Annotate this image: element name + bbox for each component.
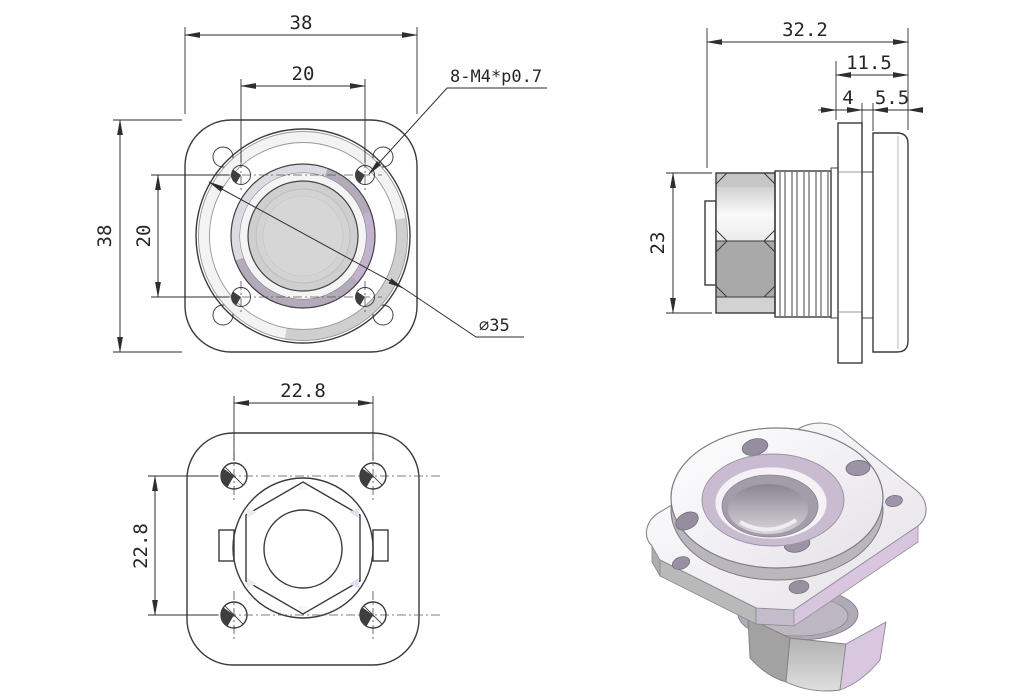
dim-front-width: 38 bbox=[290, 12, 313, 34]
side-view: 32.2 11.5 4 5.5 23 bbox=[647, 19, 923, 364]
iso-plate-holes bbox=[671, 495, 903, 594]
dim-side-mount-length: 11.5 bbox=[846, 52, 892, 74]
iso-plate-sides bbox=[651, 525, 919, 627]
screw-hole bbox=[220, 462, 248, 490]
dim-front-hole-pitch-v: 20 bbox=[133, 225, 155, 248]
dim-back-hole-pitch-v: 22.8 bbox=[130, 523, 152, 569]
front-rear-corner-holes bbox=[212, 146, 394, 326]
front-flange-rings bbox=[195, 128, 411, 344]
back-plate-outline bbox=[186, 432, 420, 666]
screw-hole bbox=[359, 462, 387, 490]
back-left-tab bbox=[218, 529, 235, 562]
front-view: 38 20 38 20 8-M4*p0.7 ∅35 bbox=[94, 12, 547, 353]
side-part-body bbox=[704, 122, 909, 364]
back-center-hole bbox=[263, 509, 343, 589]
front-dimensions: 38 20 38 20 8-M4*p0.7 ∅35 bbox=[94, 12, 547, 353]
back-corner-holes bbox=[210, 452, 440, 639]
flange-diameter-line bbox=[208, 181, 404, 289]
thread-lines bbox=[779, 172, 829, 316]
screw-hole bbox=[359, 601, 387, 629]
back-right-tab bbox=[372, 529, 389, 562]
side-shoulder bbox=[830, 167, 839, 319]
dim-front-hole-pitch-h: 20 bbox=[292, 63, 315, 85]
side-square-plate bbox=[837, 122, 863, 364]
dim-side-hex-height: 23 bbox=[647, 232, 669, 255]
front-plate-outline bbox=[184, 119, 418, 353]
flange-diameter-label: ∅35 bbox=[479, 316, 510, 336]
iso-flange bbox=[670, 427, 884, 581]
back-boss-circle bbox=[232, 477, 374, 619]
thread-callout-leader bbox=[368, 87, 547, 175]
side-front-flange bbox=[872, 132, 909, 353]
dim-side-total-length: 32.2 bbox=[782, 19, 828, 41]
side-dimensions: 32.2 11.5 4 5.5 23 bbox=[647, 19, 923, 314]
dim-front-height: 38 bbox=[94, 225, 116, 248]
back-view: 22.8 22.8 bbox=[130, 380, 440, 666]
side-rear-boss bbox=[704, 200, 717, 286]
dim-side-panel-thickness: 4 bbox=[842, 87, 853, 109]
side-neck bbox=[861, 171, 874, 319]
screw-hole bbox=[220, 601, 248, 629]
side-hex-nut bbox=[715, 172, 776, 314]
side-threaded-section bbox=[774, 170, 832, 318]
thread-callout-label: 8-M4*p0.7 bbox=[450, 67, 542, 87]
iso-center-bore bbox=[701, 453, 845, 547]
isometric-view bbox=[645, 422, 927, 692]
back-dimensions: 22.8 22.8 bbox=[130, 380, 374, 616]
back-hex-nut bbox=[245, 481, 361, 615]
dim-back-hole-pitch-h: 22.8 bbox=[280, 380, 326, 402]
flange-diameter-leader bbox=[402, 287, 524, 338]
dim-side-flange-thickness: 5.5 bbox=[875, 87, 909, 109]
